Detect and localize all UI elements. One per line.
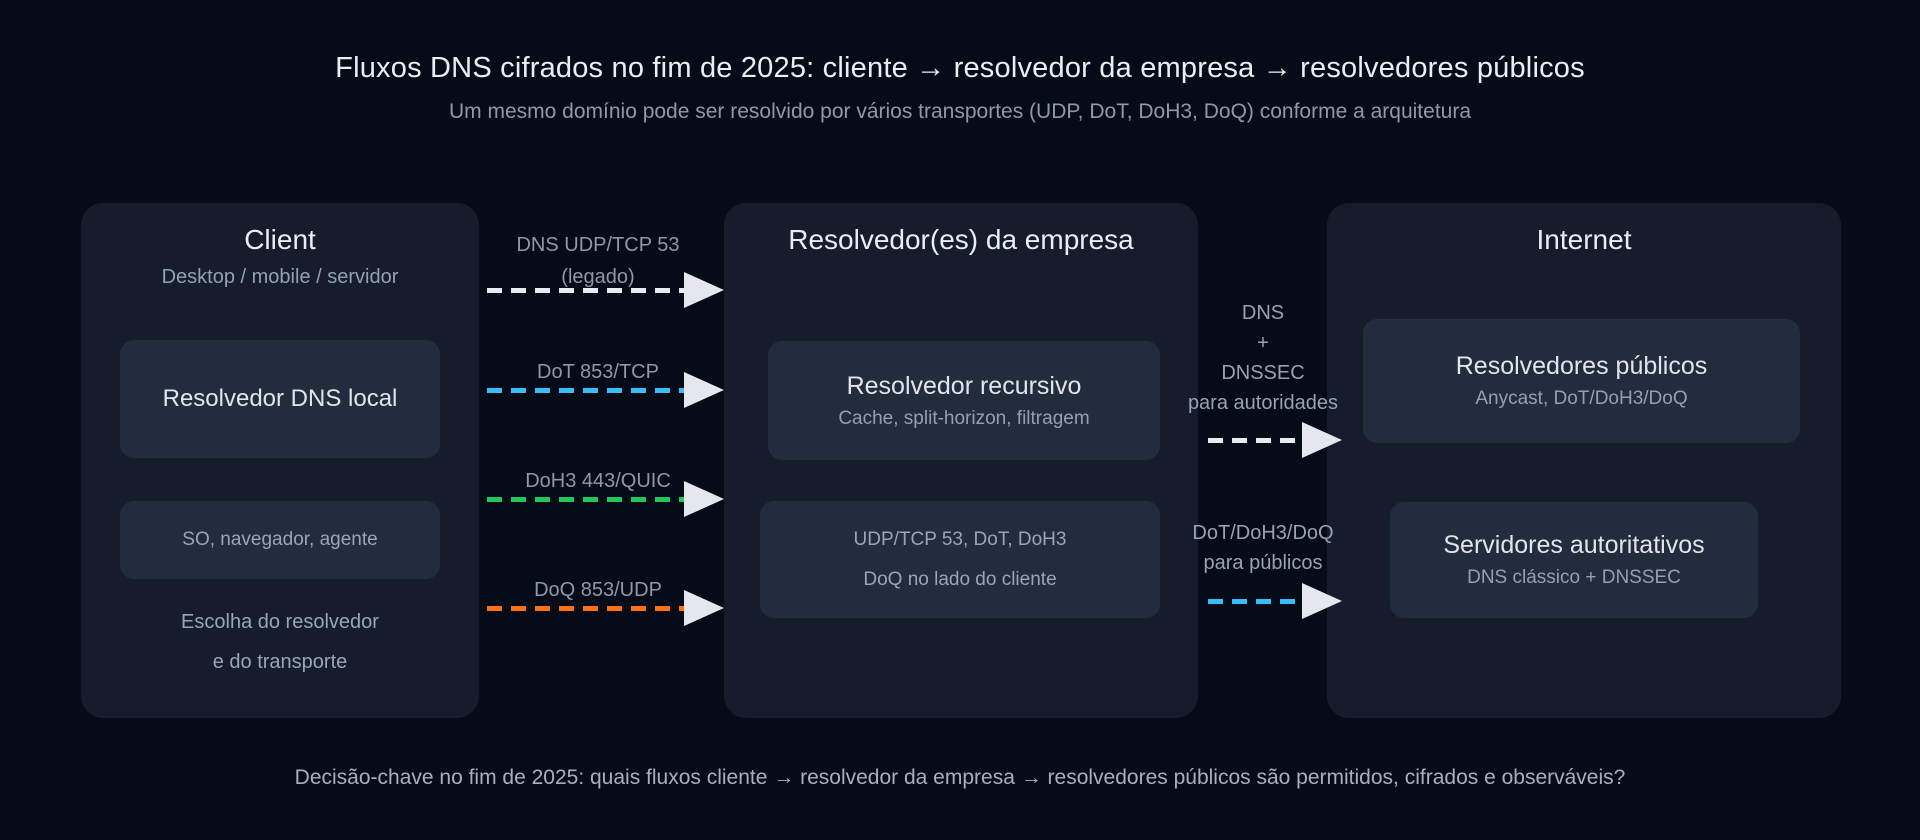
doh3-arrow-label: DoH3 443/QUIC <box>525 470 671 492</box>
key-decision-footnote: Decisão-chave no fim de 2025: quais flux… <box>294 766 1626 789</box>
dot-arrow-label: DoT 853/TCP <box>537 361 659 383</box>
public-resolvers-title: Resolvedores públicos <box>1455 352 1708 380</box>
udp-legacy-arrow-label: DNS UDP/TCP 53 (legado) <box>487 229 709 293</box>
client-panel: Client Desktop / mobile / servidor Resol… <box>81 203 479 718</box>
dnssec-authorities-label-line2: + <box>1257 332 1269 354</box>
public-resolvers-box: Resolvedores públicos Anycast, DoT/DoH3/… <box>1363 319 1800 443</box>
dnssec-authorities-label-line1: DNS <box>1241 302 1285 324</box>
dot-arrowhead-icon <box>684 372 724 408</box>
dnssec-authorities-arrow-line <box>1208 438 1304 443</box>
client-panel-title: Client <box>244 224 316 255</box>
doq-arrowhead-icon <box>684 590 724 626</box>
encrypted-publics-label-line2: para públicos <box>1203 552 1323 574</box>
encrypted-publics-arrow-line <box>1208 599 1304 604</box>
authoritative-servers-box: Servidores autoritativos DNS clássico + … <box>1390 502 1758 618</box>
public-resolvers-subtitle: Anycast, DoT/DoH3/DoQ <box>1475 388 1688 409</box>
os-browser-agent-box: SO, navegador, agente <box>120 501 440 579</box>
internet-panel: Internet Resolvedores públicos Anycast, … <box>1327 203 1841 718</box>
dnssec-authorities-arrow-label: DNS + DNSSEC para autoridades <box>1163 298 1363 418</box>
doh3-arrowhead-icon <box>684 481 724 517</box>
udp-legacy-arrow-label-line1: DNS UDP/TCP 53 <box>516 234 680 256</box>
dot-arrow-line <box>487 388 687 393</box>
recursive-resolver-subtitle: Cache, split-horizon, filtragem <box>838 407 1090 429</box>
client-side-transports-line2: DoQ no lado do cliente <box>863 568 1057 590</box>
diagram-title: Fluxos DNS cifrados no fim de 2025: clie… <box>335 52 1585 84</box>
doq-arrow-line <box>487 606 687 611</box>
udp-legacy-arrow-line <box>487 288 687 293</box>
client-side-transports-line1: UDP/TCP 53, DoT, DoH3 <box>853 528 1067 550</box>
client-note-line1: Escolha do resolvedor <box>181 611 379 633</box>
authoritative-servers-title: Servidores autoritativos <box>1443 531 1705 559</box>
doh3-arrow-line <box>487 497 687 502</box>
recursive-resolver-box: Resolvedor recursivo Cache, split-horizo… <box>768 341 1160 460</box>
encrypted-publics-arrow-label: DoT/DoH3/DoQ para públicos <box>1163 518 1363 578</box>
client-panel-subtitle: Desktop / mobile / servidor <box>161 266 399 288</box>
encrypted-publics-label-line1: DoT/DoH3/DoQ <box>1192 522 1334 544</box>
local-dns-resolver-label: Resolvedor DNS local <box>162 385 398 412</box>
authoritative-servers-subtitle: DNS clássico + DNSSEC <box>1467 567 1681 588</box>
dnssec-authorities-label-line4: para autoridades <box>1187 392 1339 414</box>
udp-legacy-arrowhead-icon <box>684 272 724 308</box>
os-browser-agent-label: SO, navegador, agente <box>182 529 378 550</box>
local-dns-resolver-box: Resolvedor DNS local <box>120 340 440 458</box>
recursive-resolver-title: Resolvedor recursivo <box>846 371 1082 400</box>
doq-arrow-label: DoQ 853/UDP <box>534 579 662 601</box>
dnssec-authorities-label-line3: DNSSEC <box>1221 362 1305 384</box>
encrypted-publics-arrowhead-icon <box>1302 583 1342 619</box>
diagram-subtitle: Um mesmo domínio pode ser resolvido por … <box>448 100 1472 123</box>
internet-panel-title: Internet <box>1536 224 1632 255</box>
client-note-line2: e do transporte <box>212 651 348 673</box>
dnssec-authorities-arrowhead-icon <box>1302 422 1342 458</box>
udp-legacy-arrow-label-line2: (legado) <box>561 266 635 288</box>
company-panel-title: Resolvedor(es) da empresa <box>788 224 1134 255</box>
client-note: Escolha do resolvedor e do transporte <box>81 602 479 682</box>
client-side-transports-box: UDP/TCP 53, DoT, DoH3 DoQ no lado do cli… <box>760 501 1160 618</box>
company-resolver-panel: Resolvedor(es) da empresa Resolvedor rec… <box>724 203 1198 718</box>
